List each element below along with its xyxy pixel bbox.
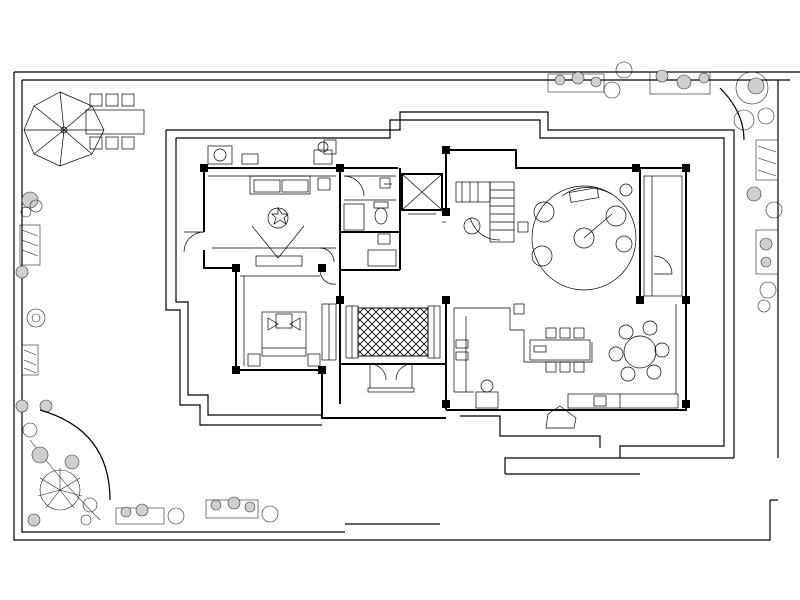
bed-icon — [261, 311, 307, 357]
exterior-walls — [203, 148, 687, 419]
living-room — [183, 141, 336, 267]
foyer — [345, 305, 441, 393]
bathroom — [340, 168, 401, 271]
site-boundary — [13, 71, 800, 541]
plant-icon — [15, 191, 53, 438]
sofa-icon — [249, 175, 311, 195]
bottom-planters — [115, 496, 279, 525]
parasol-icon — [23, 91, 105, 167]
kitchen-dining — [453, 303, 679, 429]
wall-columns — [200, 146, 690, 408]
bedroom — [240, 269, 337, 367]
misc-fixtures — [323, 139, 446, 223]
top-right-planting — [547, 61, 783, 313]
toilet-icon — [373, 201, 389, 225]
elevator-icon — [401, 173, 443, 215]
lounge-table — [85, 93, 145, 150]
staircase-icon — [455, 181, 529, 243]
corner-garden — [27, 409, 111, 527]
dining-table-icon — [608, 320, 670, 382]
round-lounge — [531, 175, 683, 297]
terrace-outline — [165, 111, 735, 475]
